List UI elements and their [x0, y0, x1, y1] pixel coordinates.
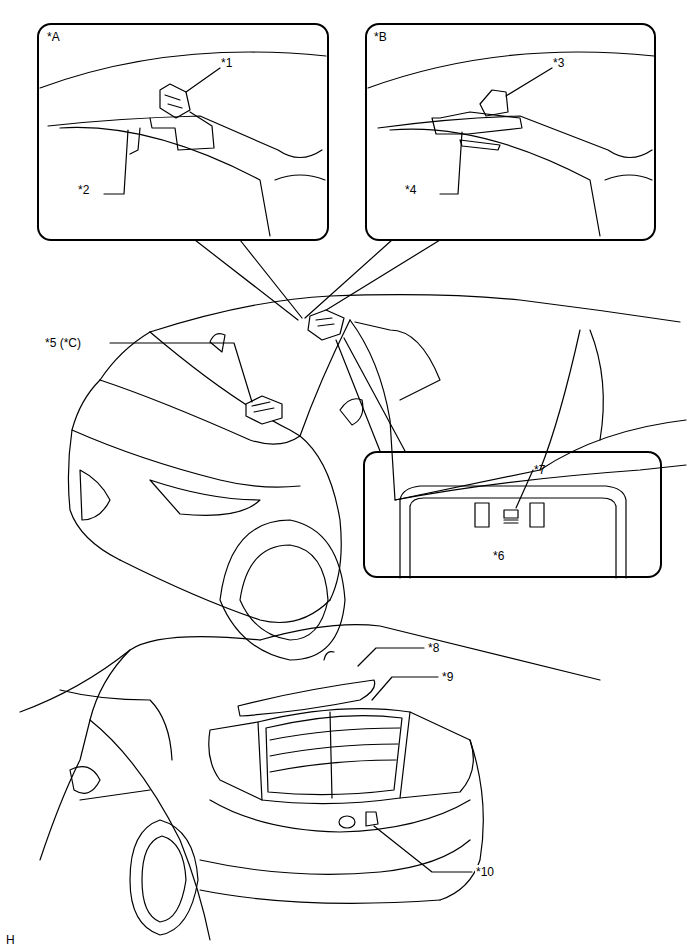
detail-inset: *B *3 *4	[365, 23, 656, 241]
inset-leader-lines	[195, 240, 440, 451]
callout-number: *2	[78, 183, 89, 197]
callout-number: *3	[553, 56, 564, 70]
callout-number: *8	[427, 641, 440, 655]
roof-console-illustration	[400, 470, 626, 578]
front-car-outline	[68, 295, 686, 660]
callout-number: *1	[221, 56, 232, 70]
inset-letter: *A	[47, 30, 60, 44]
callout-number: *10	[475, 865, 495, 879]
inset-b-illustration	[368, 52, 654, 236]
inset-a-illustration	[40, 52, 326, 236]
callout-number: *4	[405, 183, 416, 197]
rear-car-outline	[20, 625, 600, 940]
callout-number: *5 (*C)	[44, 336, 82, 350]
detail-inset: *A *1 *2	[37, 23, 329, 241]
figure-code: H	[5, 933, 16, 947]
callout-number: *7	[534, 463, 545, 477]
callout-number: *9	[441, 670, 454, 684]
inset-letter: *B	[374, 30, 387, 44]
callout-number: *6	[493, 549, 504, 563]
detail-inset: *7 *6	[363, 451, 662, 578]
